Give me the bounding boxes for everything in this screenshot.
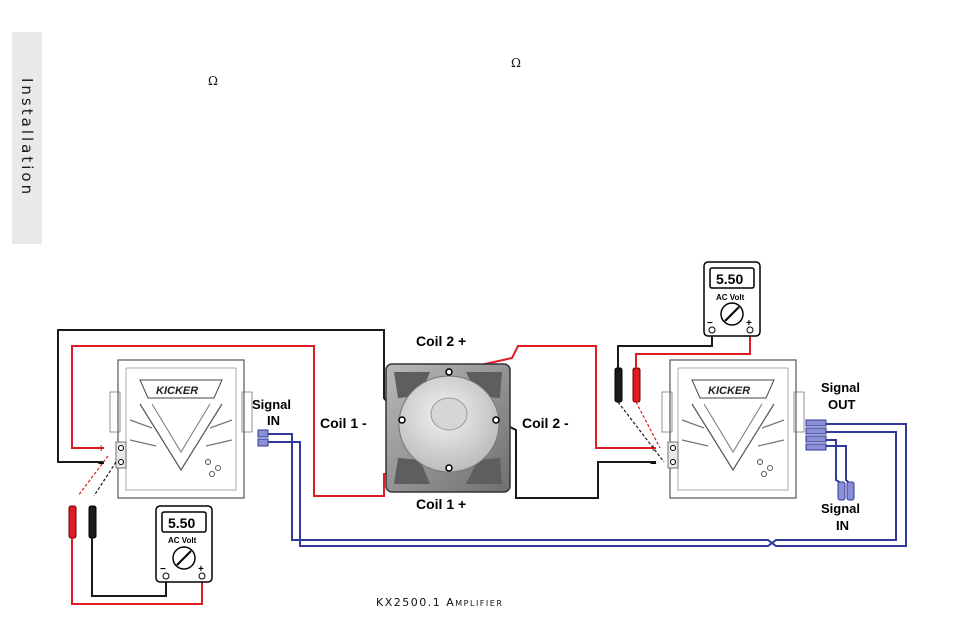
amp-right-brand: KICKER	[708, 385, 750, 397]
amp-right-signal-in-label: Signal	[821, 501, 860, 516]
meter-left-unit: AC Volt	[168, 536, 197, 545]
meter-left-reading: 5.50	[168, 515, 195, 531]
amp-left-brand: KICKER	[156, 385, 198, 397]
side-tab: Installation	[12, 32, 42, 244]
rca-plug	[846, 481, 855, 501]
amp-left-terminal-plus	[118, 445, 124, 451]
subwoofer	[385, 363, 511, 493]
amplifier-right: KICKER	[661, 359, 827, 499]
meter-left-minus: −	[160, 564, 166, 575]
amp-right-minus-mark: −	[650, 458, 656, 470]
probe-red-left	[68, 505, 77, 539]
amp-left-minus-mark: −	[98, 458, 104, 470]
probe-black-right	[614, 367, 623, 403]
wire-red-right	[448, 345, 656, 449]
terminal-coil1-plus	[445, 464, 453, 472]
probe-red-right	[632, 367, 641, 403]
rca-jack	[257, 438, 269, 447]
amp-right-terminal-plus	[670, 445, 676, 451]
amp-right-signal-label: Signal	[821, 380, 860, 395]
amp-left-terminal-minus	[118, 459, 124, 465]
rca-jack	[257, 429, 269, 438]
wire-blue-signal-2	[268, 431, 897, 547]
amp-right-terminal-minus	[670, 459, 676, 465]
terminal-coil2-plus	[445, 368, 453, 376]
terminal-coil2-minus	[492, 416, 500, 424]
meter-left-plus: +	[198, 564, 204, 575]
footer-caption: KX2500.1 Amplifier	[376, 596, 504, 609]
label-coil1-minus: Coil 1 -	[320, 415, 367, 431]
label-coil2-plus: Coil 2 +	[416, 333, 466, 349]
omega-symbol: Ω	[511, 56, 521, 70]
side-section-label: Installation	[18, 78, 36, 198]
terminal-coil1-minus	[398, 416, 406, 424]
wire-black-right	[495, 419, 656, 499]
amp-left-signal-in-label: IN	[267, 413, 280, 428]
meter-right-reading: 5.50	[716, 271, 743, 287]
rca-jack	[805, 435, 827, 443]
rca-jack	[805, 419, 827, 427]
rca-jack	[805, 427, 827, 435]
amp-right-plus-mark: +	[650, 443, 656, 455]
meter-right-plus: +	[746, 318, 752, 329]
meter-right-minus: −	[707, 318, 713, 329]
multimeter-left: 5.50 AC Volt	[155, 505, 213, 583]
wire-blue-signal-in-2	[826, 445, 851, 485]
label-coil1-plus: Coil 1 +	[416, 496, 466, 512]
amplifier-left: KICKER	[109, 359, 269, 499]
amp-right-signal-in-label-2: IN	[836, 518, 849, 533]
rca-plug	[837, 481, 846, 501]
amp-left-signal-label: Signal	[252, 397, 291, 412]
wire-red-left	[71, 345, 450, 497]
multimeter-right: 5.50 AC Volt	[703, 261, 761, 337]
omega-symbol: Ω	[208, 74, 218, 88]
amp-left-plus-mark: +	[98, 443, 104, 455]
label-coil2-minus: Coil 2 -	[522, 415, 569, 431]
probe-black-left	[88, 505, 97, 539]
rca-jack	[805, 443, 827, 451]
amp-right-signal-out-label: OUT	[828, 397, 856, 412]
meter-right-unit: AC Volt	[716, 293, 745, 302]
